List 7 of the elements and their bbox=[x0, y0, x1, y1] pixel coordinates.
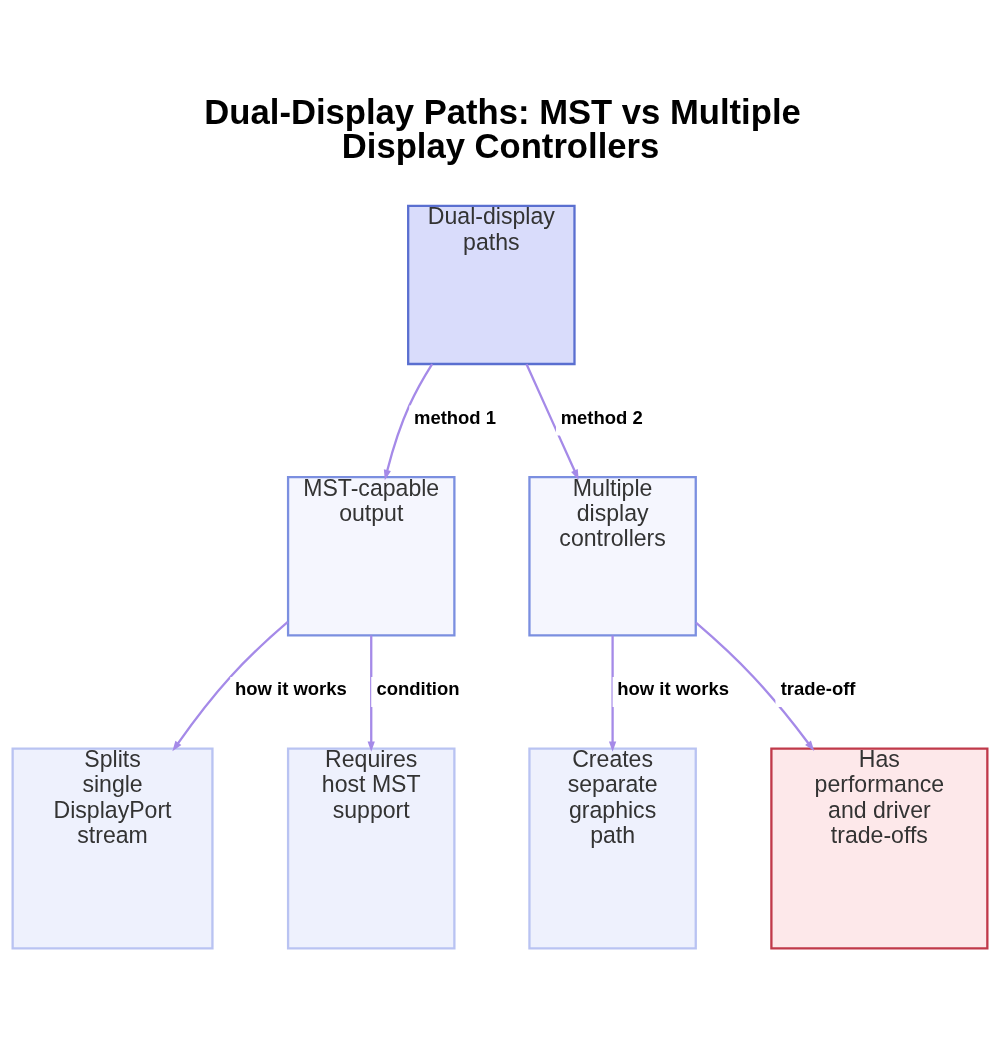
edge-label: condition bbox=[376, 678, 460, 700]
edge-label: method 2 bbox=[560, 406, 643, 428]
edge-label: trade-off bbox=[780, 678, 856, 700]
edge-label: method 1 bbox=[413, 406, 497, 428]
edge-label: how it works bbox=[617, 678, 730, 700]
diagram-title: Dual-Display Paths: MST vs Multiple Display Controllers bbox=[204, 92, 801, 166]
edge-label: how it works bbox=[234, 678, 347, 700]
